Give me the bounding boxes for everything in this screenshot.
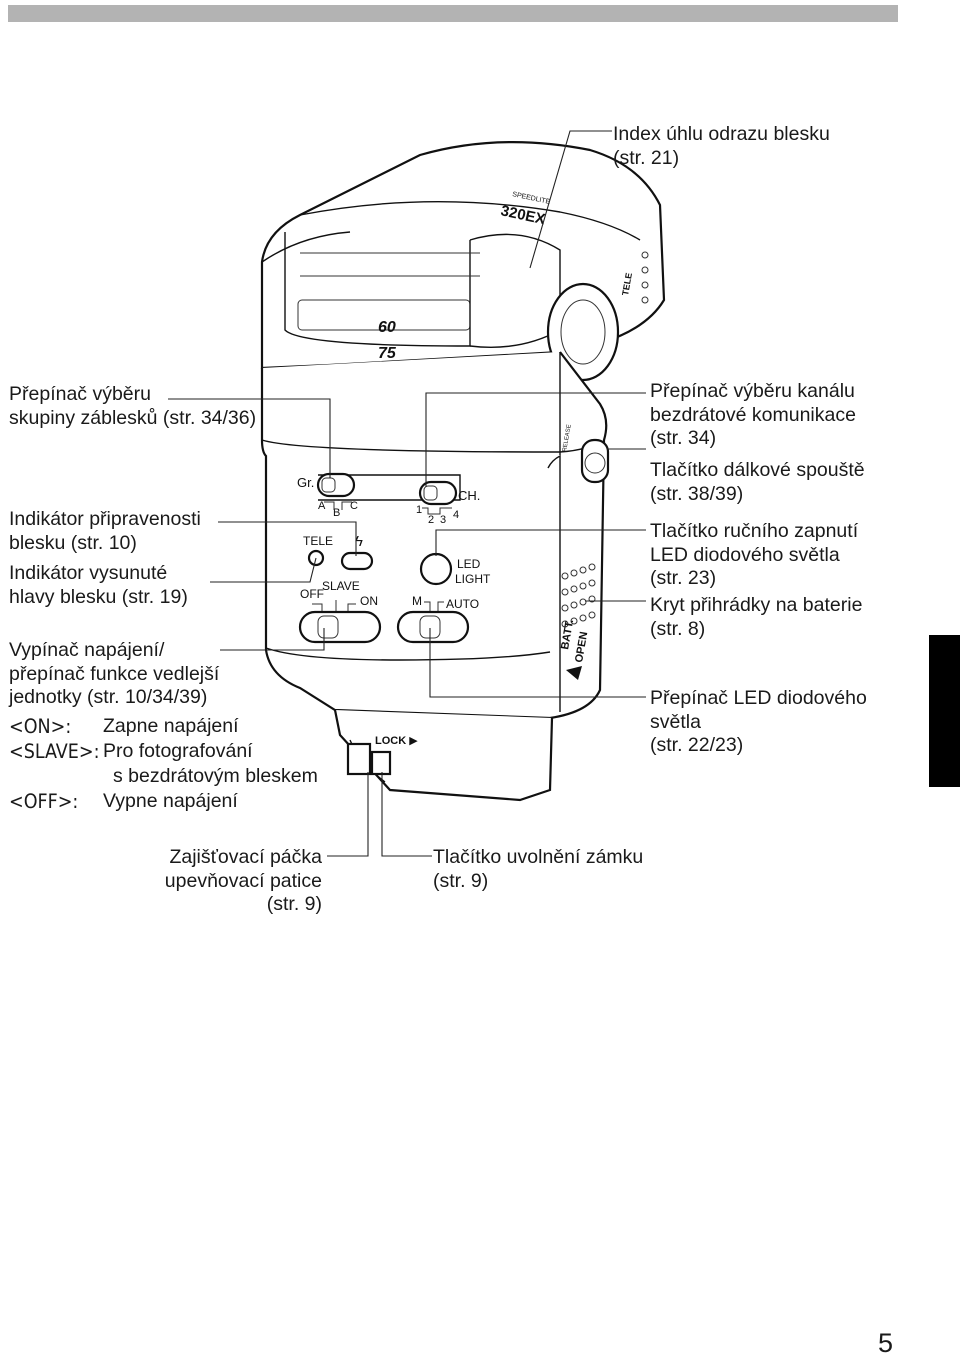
channel-mark: CH.	[458, 488, 480, 503]
open-mark: OPEN	[573, 631, 590, 664]
label-lock-release: Tlačítko uvolnění zámku (str. 9)	[433, 846, 644, 892]
leader-lines	[168, 130, 646, 857]
label-bounce-index: Index úhlu odrazu blesku (str. 21)	[613, 123, 830, 169]
label-led-button: Tlačítko ručního zapnutí LED diodového s…	[650, 520, 859, 589]
label-ready-indicator: Indikátor připravenosti blesku (str. 10)	[9, 508, 201, 554]
slave-mark: SLAVE	[322, 579, 360, 593]
zoom-60: 60	[378, 319, 396, 336]
label-remote-button: Tlačítko dálkové spouště (str. 38/39)	[650, 459, 865, 505]
page-number: 5	[878, 1328, 894, 1358]
label-tele-indicator: Indikátor vysunuté hlavy blesku (str. 19…	[9, 562, 188, 608]
label-lock-lever: Zajišťovací páčka upevňovací patice (str…	[164, 846, 322, 915]
release-mark: RELEASE	[562, 424, 573, 452]
group-mark: Gr.	[297, 475, 314, 490]
batt-mark: BATT.	[559, 619, 576, 651]
zoom-75: 75	[378, 345, 397, 362]
auto-mark: AUTO	[446, 597, 479, 611]
label-battery-cover: Kryt přihrádky na baterie (str. 8)	[650, 594, 863, 640]
label-led-switch: Přepínač LED diodového světla (str. 22/2…	[650, 687, 867, 756]
label-group-switch: Přepínač výběru skupiny záblesků (str. 3…	[9, 383, 257, 429]
flash-head: 60 75 320EX SPEEDLITE TELE	[260, 141, 666, 382]
m-mark: M	[412, 594, 422, 608]
flash-symbol: ϟ	[355, 533, 363, 550]
led-mark: LED	[457, 557, 481, 571]
group-b: B	[333, 507, 340, 519]
ch-2: 2	[428, 514, 434, 526]
ch-1: 1	[416, 504, 422, 516]
label-power-switch: Vypínač napájení/ přepínač funkce vedlej…	[9, 639, 220, 708]
light-mark: LIGHT	[455, 572, 491, 586]
ch-3: 3	[440, 514, 446, 526]
tele-mark: TELE	[303, 534, 333, 548]
ch-4: 4	[453, 509, 459, 521]
group-a: A	[318, 500, 326, 512]
tele-side-mark: TELE	[620, 272, 634, 296]
group-c: C	[350, 500, 358, 512]
flash-foot: LOCK ▶	[333, 709, 554, 802]
off-mark: OFF	[300, 587, 324, 601]
section-tab	[929, 635, 960, 787]
lock-mark: LOCK ▶	[375, 735, 418, 747]
flash-body: BATT. OPEN RELEASE Gr. A B C CH. 1 2 3 4…	[260, 351, 610, 720]
label-channel-switch: Přepínač výběru kanálu bezdrátové komuni…	[650, 380, 856, 449]
on-mark: ON	[360, 594, 378, 608]
header-bar	[8, 5, 898, 22]
